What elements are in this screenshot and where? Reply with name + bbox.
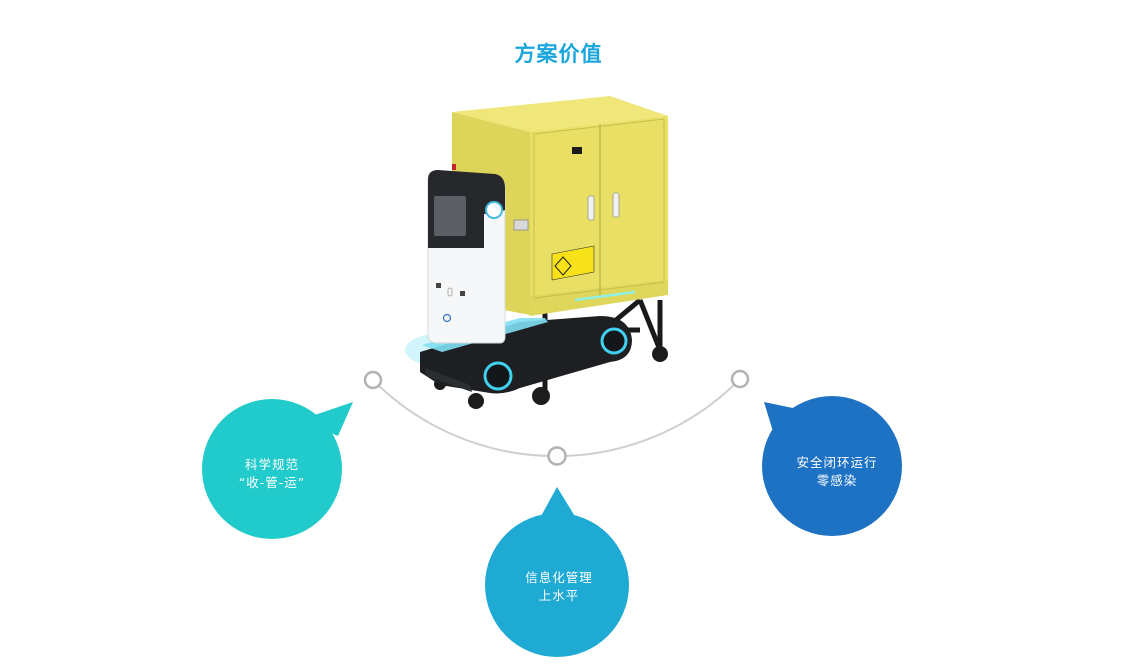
value-text-right: 安全闭环运行 零感染 bbox=[772, 454, 902, 490]
value-left-line2: “收-管-运” bbox=[238, 475, 306, 490]
timeline-marker-right bbox=[730, 369, 750, 389]
value-text-middle: 信息化管理 上水平 bbox=[497, 569, 621, 605]
value-bubble-middle bbox=[485, 487, 629, 657]
value-left-line1: 科学规范 bbox=[244, 457, 299, 472]
timeline-marker-left bbox=[363, 370, 383, 390]
value-text-left: 科学规范 “收-管-运” bbox=[212, 456, 332, 492]
timeline-arc bbox=[372, 378, 741, 458]
value-right-line1: 安全闭环运行 bbox=[796, 455, 878, 470]
value-bubble-left bbox=[202, 399, 353, 539]
value-middle-line2: 上水平 bbox=[538, 588, 580, 603]
value-middle-line1: 信息化管理 bbox=[525, 570, 593, 585]
page-title: 方案价值 bbox=[514, 42, 603, 66]
value-right-line2: 零感染 bbox=[816, 473, 858, 488]
timeline-marker-middle bbox=[547, 446, 567, 466]
value-bubble-right bbox=[762, 396, 902, 536]
robot-illustration bbox=[405, 96, 668, 409]
